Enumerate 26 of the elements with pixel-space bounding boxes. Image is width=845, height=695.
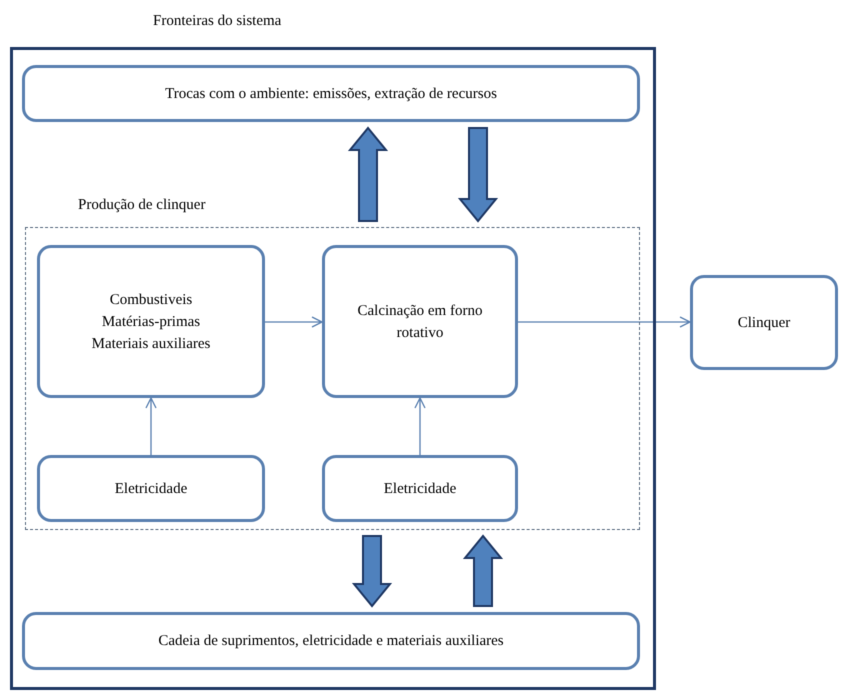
process-box	[37, 455, 265, 522]
box-label: Cadeia de suprimentos, eletricidade e materiais auxiliares	[158, 632, 504, 651]
process-box	[690, 275, 838, 370]
block-arrow	[462, 534, 504, 607]
arrow	[518, 316, 691, 328]
box-label: Eletricidade	[384, 480, 456, 498]
box-label: Matérias-primas	[102, 312, 200, 332]
process-box	[322, 455, 518, 522]
arrow	[145, 397, 157, 455]
process-box	[322, 245, 518, 398]
arrow	[265, 316, 323, 328]
box-label: Combustiveis	[110, 290, 192, 310]
box-label: Calcinação em forno rotativo	[356, 302, 484, 342]
block-arrow	[352, 535, 392, 608]
group-heading: Produção de clinquer	[78, 196, 206, 215]
block-arrow	[458, 127, 498, 223]
box-label: Eletricidade	[114, 480, 188, 498]
box-label: Materiais auxiliares	[92, 334, 210, 354]
box-label: Clinquer	[738, 314, 790, 332]
block-arrow	[348, 126, 388, 222]
group-heading: Fronteiras do sistema	[153, 12, 282, 31]
box-label: Trocas com o ambiente: emissões, extração de recursos	[165, 84, 497, 104]
process-box	[37, 245, 265, 398]
process-box	[22, 612, 640, 670]
process-box	[22, 65, 640, 122]
arrow	[414, 397, 426, 455]
